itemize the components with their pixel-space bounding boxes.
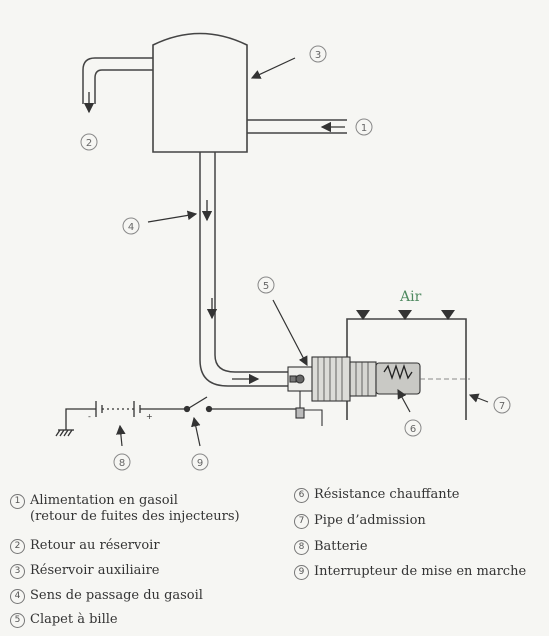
legend-item-8: 8 Batterie	[294, 539, 368, 555]
svg-text:3: 3	[315, 50, 321, 61]
callout-6: 6	[404, 419, 422, 437]
legend-item-2-text: Retour au réservoir	[30, 538, 160, 553]
callout-7: 7	[493, 396, 511, 414]
legend-item-1-text2: (retour de fuites des injecteurs)	[30, 509, 240, 524]
svg-text:+: +	[146, 412, 153, 421]
svg-text:6: 6	[410, 424, 416, 435]
auxiliary-tank	[152, 32, 248, 153]
callout-9: 9	[191, 453, 209, 471]
svg-text:1: 1	[361, 123, 367, 134]
air-label: Air	[399, 289, 422, 305]
callout-8: 8	[113, 453, 131, 471]
svg-text:2: 2	[86, 138, 92, 149]
legend-item-9-text: Interrupteur de mise en marche	[314, 564, 527, 579]
heater-plug	[287, 356, 421, 426]
legend-item-9: 9 Interrupteur de mise en marche	[294, 564, 526, 580]
legend-item-4: 4 Sens de passage du gasoil	[10, 588, 203, 604]
legend-item-1-text: Alimentation en gasoil	[30, 493, 178, 508]
supply-inlet-pipe	[247, 119, 347, 134]
electrical-circuit	[55, 396, 296, 437]
svg-text:9: 9	[197, 458, 203, 469]
legend-item-2: 2 Retour au réservoir	[10, 538, 160, 554]
callout-1: 1	[355, 118, 373, 136]
legend-item-5-text: Clapet à bille	[30, 612, 118, 627]
callout-4: 4	[122, 217, 140, 235]
legend-item-3-text: Réservoir auxiliaire	[30, 563, 160, 578]
svg-text:4: 4	[128, 222, 134, 233]
battery: - +	[88, 412, 153, 421]
fuel-passage-pipe	[199, 152, 290, 387]
legend-item-8-text: Batterie	[314, 539, 368, 554]
legend-item-7-text: Pipe d’admission	[314, 513, 426, 528]
legend-item-3: 3 Réservoir auxiliaire	[10, 563, 159, 579]
svg-text:8: 8	[119, 458, 125, 469]
svg-text:5: 5	[263, 281, 269, 292]
legend-item-6-text: Résistance chauffante	[314, 487, 460, 502]
legend-item-6: 6 Résistance chauffante	[294, 487, 460, 503]
svg-text:7: 7	[499, 401, 505, 412]
legend-item-7: 7 Pipe d’admission	[294, 513, 426, 529]
air-flow-arrows	[356, 310, 455, 320]
legend-item-4-text: Sens de passage du gasoil	[30, 588, 203, 603]
callout-2: 2	[80, 133, 98, 151]
leader-lines	[116, 57, 489, 447]
return-pipe	[82, 57, 153, 104]
callout-3: 3	[309, 45, 327, 63]
svg-text:-: -	[88, 412, 91, 421]
legend-item-1: 1 Alimentation en gasoil (retour de fuit…	[10, 493, 240, 525]
heating-coil	[383, 363, 413, 381]
callout-5: 5	[257, 276, 275, 294]
legend-item-5: 5 Clapet à bille	[10, 612, 118, 628]
